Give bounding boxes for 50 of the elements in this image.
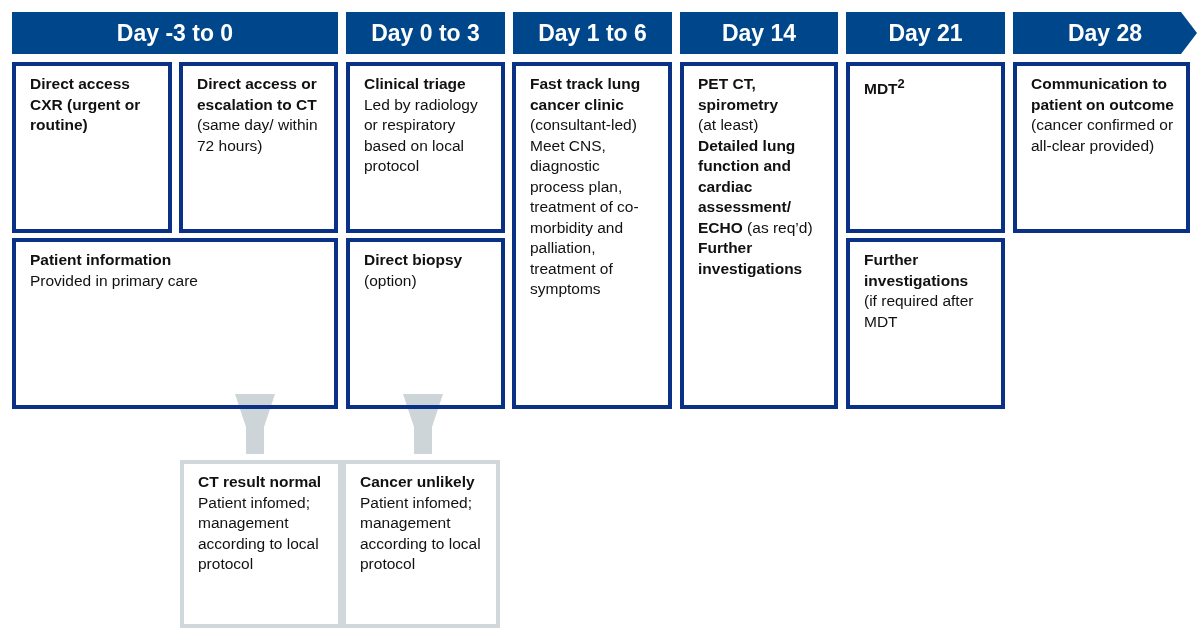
header-band	[680, 12, 838, 54]
step-box	[179, 62, 338, 233]
box-heading: PET CT, spirometry	[698, 74, 780, 115]
box-text: (same day/ within 72 hours)	[197, 115, 319, 156]
box-text: Detailed lung function and cardiac assessment/ ECHO (as req’d)	[698, 135, 814, 238]
step-box	[512, 62, 672, 409]
box-heading: Communication to patient on outcome	[1031, 74, 1175, 115]
step-box	[680, 62, 838, 409]
box-text: Provided in primary care	[30, 270, 199, 291]
outcome-box	[180, 460, 342, 628]
box-heading: MDT$^{2}$	[864, 75, 906, 100]
step-box	[346, 238, 505, 409]
box-text: Led by radiology or respiratory based on local protocol	[364, 94, 479, 176]
header-band	[346, 12, 505, 54]
box-text: Further investigations	[698, 238, 804, 279]
header-band	[846, 12, 1005, 54]
step-box	[12, 238, 338, 409]
box-text: Patient infomed; management according to local protocol	[198, 492, 320, 574]
box-text: (option)	[364, 270, 418, 291]
box-text: (consultant-led) Meet CNS, diagnostic process plan, treatment of co-morbidity and palliation, treatment of symptoms	[530, 115, 640, 299]
step-box	[1013, 62, 1190, 233]
header-band	[513, 12, 672, 54]
box-heading: Direct access CXR (urgent or routine)	[30, 74, 142, 135]
step-box	[846, 238, 1005, 409]
day-heading: Day 14	[721, 19, 797, 47]
box-heading: Cancer unlikely	[360, 472, 476, 492]
block-arrow	[403, 394, 443, 454]
day-heading: Day -3 to 0	[116, 19, 234, 47]
box-heading: Patient information	[30, 250, 173, 270]
box-heading: Direct access or escalation to CT	[197, 74, 318, 115]
step-box	[346, 62, 505, 233]
box-text: (cancer confirmed or all-clear provided)	[1031, 115, 1175, 156]
box-heading: Direct biopsy	[364, 250, 464, 270]
box-heading: CT result normal	[198, 472, 323, 492]
box-text: (if required after MDT	[864, 291, 975, 332]
day-heading: Day 0 to 3	[371, 19, 480, 47]
block-arrow	[235, 394, 275, 454]
day-heading: Day 28	[1067, 19, 1143, 47]
box-heading: Clinical triage	[364, 74, 467, 94]
box-text: Patient infomed; management according to local protocol	[360, 492, 482, 574]
box-heading: Further investigations	[864, 250, 970, 291]
step-box	[12, 62, 172, 233]
header-band	[12, 12, 338, 54]
step-box	[846, 62, 1005, 233]
box-text: (at least)	[698, 115, 760, 135]
day-heading: Day 21	[888, 19, 963, 47]
outcome-box	[342, 460, 500, 628]
box-heading: Fast track lung cancer clinic	[530, 74, 642, 115]
day-heading: Day 1 to 6	[538, 19, 647, 47]
chevron-header	[1013, 12, 1197, 54]
